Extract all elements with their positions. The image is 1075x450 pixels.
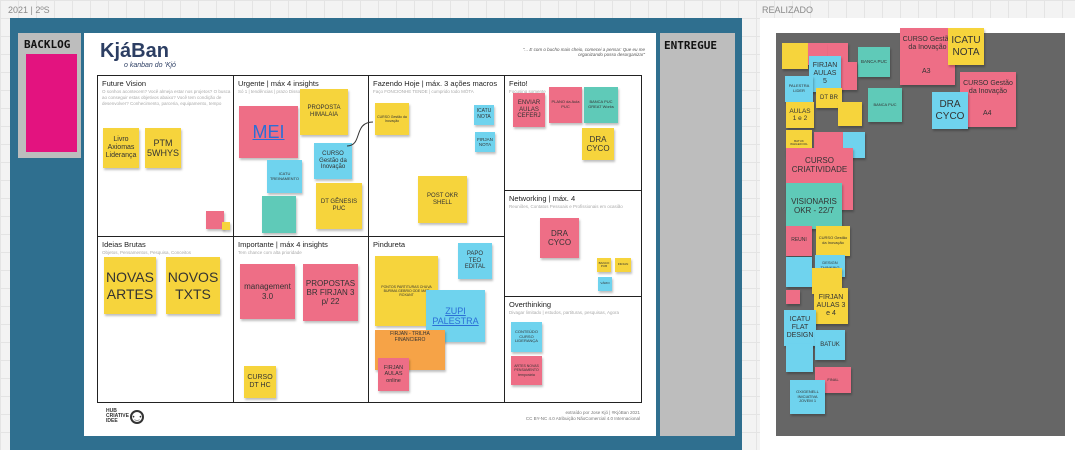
realizado-frame-label[interactable]: REALIZADO bbox=[762, 5, 814, 15]
sticky-curso-dt-hc[interactable]: CURSO DT HC bbox=[244, 366, 276, 398]
sticky-curso-gestao-small[interactable]: CURSO Gestão da Inovação bbox=[375, 103, 409, 135]
realizado-dt-br[interactable]: DT BR bbox=[816, 88, 842, 108]
board-logo-title: KjáBan bbox=[100, 40, 169, 62]
sticky-conteudo[interactable]: CONTEÚDO CURSO LIDERANÇA bbox=[511, 322, 542, 352]
sticky-proposta-himalaia[interactable]: PROPOSTA HIMALAIA bbox=[300, 89, 348, 135]
entregue-column[interactable] bbox=[660, 33, 735, 436]
realizado-banca-puc2[interactable]: BANCA PUC bbox=[868, 88, 902, 122]
cell-subtitle: Tem chance com alta prioridade bbox=[238, 250, 302, 255]
board-quote: "... E com o bucho mais cheio, comecei a… bbox=[522, 47, 645, 57]
sticky-banco-pub[interactable]: BANCO PUB bbox=[597, 258, 611, 272]
realizado-sticky[interactable] bbox=[786, 257, 812, 287]
realizado-oxigenell[interactable]: OXIGENELL INICIATIVA JOVEM 1 bbox=[790, 380, 825, 414]
sticky-post-okr[interactable]: POST OKR SHELL bbox=[418, 176, 467, 223]
realizado-curso-gestao-a3[interactable]: CURSO Gestão da Inovação bbox=[900, 28, 955, 85]
smiley-icon: •‿• bbox=[130, 410, 144, 424]
sticky-small[interactable] bbox=[206, 211, 224, 229]
sticky-firjan-nota[interactable]: FIRJAN NOTA bbox=[475, 132, 495, 152]
cell-subtitle: Reuniões, Contatos Pessoais e Profission… bbox=[509, 204, 623, 209]
sticky-firjan-net[interactable]: FIRJAN bbox=[615, 258, 631, 272]
cell-title: Future Vision bbox=[102, 79, 147, 88]
cell-title: Overthinking bbox=[509, 300, 552, 309]
sticky-dra-cyco-feito[interactable]: DRA CYCO bbox=[582, 128, 614, 160]
sticky-management[interactable]: management 3.0 bbox=[240, 264, 295, 319]
cell-title: Networking | máx. 4 bbox=[509, 194, 576, 203]
sticky-propostas-br[interactable]: PROPOSTAS BR FIRJAN 3 p/ 22 bbox=[303, 264, 358, 321]
realizado-palestra-lider[interactable]: PALESTRA LIDER bbox=[785, 76, 813, 102]
sticky-planilha[interactable]: PLANO da Aula PUC bbox=[549, 87, 582, 123]
realizado-curso-gestao-a4[interactable]: CURSO Gestão da Inovação bbox=[960, 72, 1016, 127]
cell-title: Pindureta bbox=[373, 240, 406, 249]
cell-subtitle: Faço FONCIONHE TENDE | cumprido todo MÓT… bbox=[373, 89, 474, 94]
sticky-icatu-nota[interactable]: ICATU NOTA bbox=[474, 105, 494, 125]
sticky-icatu-treinamento[interactable]: ICATU TREINAMENTO bbox=[267, 160, 302, 193]
realizado-sticky[interactable] bbox=[786, 344, 813, 372]
realizado-aulas12[interactable]: AULAS 1 e 2 bbox=[786, 102, 814, 128]
backlog-sticky[interactable] bbox=[26, 54, 77, 152]
cell-subtitle: Só 1 | tendências | prazo Disso de Gasto… bbox=[238, 89, 345, 94]
connector-arrow bbox=[346, 121, 374, 147]
realizado-icatu-flat[interactable]: ICATU FLAT DESIGN bbox=[784, 310, 816, 346]
realizado-banca-puc[interactable]: BANCA PUC bbox=[858, 47, 890, 77]
sticky-dra-cyco-net[interactable]: DRA CYCO bbox=[540, 218, 579, 258]
realizado-sticky[interactable] bbox=[786, 290, 800, 304]
hub-logo: HUB CRIATIVE IDEE bbox=[106, 408, 129, 424]
sticky-novos-txts[interactable]: NOVOS TXTS bbox=[166, 257, 220, 314]
sticky-ptm[interactable]: PTM 5WHYS bbox=[145, 128, 181, 168]
sticky-novas-artes[interactable]: NOVAS ARTES bbox=[104, 257, 156, 314]
realizado-reuniao[interactable]: REUNI bbox=[786, 226, 812, 256]
sticky-mei[interactable]: MEI bbox=[239, 106, 298, 158]
realizado-a3-label: A3 bbox=[922, 68, 931, 75]
sticky-papo-teo[interactable]: PAPO TEO EDITAL bbox=[458, 243, 492, 279]
year-frame-label[interactable]: 2021 | 2ºS bbox=[8, 5, 50, 15]
realizado-firjan-aulas34[interactable]: FIRJAN AULAS 3 e 4 bbox=[814, 288, 848, 324]
sticky-firjan-aulas[interactable]: FIRJAN AULAS online bbox=[378, 358, 409, 391]
sticky-teal[interactable] bbox=[262, 196, 296, 233]
realizado-firjan-aulas5[interactable]: FIRJAN AULAS 5 bbox=[809, 56, 841, 92]
cell-title: Importante | máx 4 insights bbox=[238, 240, 328, 249]
board-logo-subtitle: o kanban do 'Kjó bbox=[124, 62, 176, 69]
realizado-visionaris[interactable]: VISIONARIS OKR - 22/7 bbox=[786, 183, 842, 229]
realizado-a4-label: A4 bbox=[983, 110, 992, 117]
realizado-sticky[interactable] bbox=[838, 102, 862, 126]
sticky-curso-gestao[interactable]: CURSO Gestão da Inovação bbox=[314, 143, 352, 179]
cell-subtitle: Focusing somente bbox=[509, 89, 546, 94]
cell-subtitle: O sonhos acontecem? Você almeja estar no… bbox=[102, 89, 231, 106]
cell-subtitle: Objetos, Pensamentos, Pesquisa, Conceito… bbox=[102, 250, 192, 255]
cell-title: Fazendo Hoje | máx. 3 ações macros bbox=[373, 79, 498, 88]
realizado-batuk[interactable]: BATUK bbox=[815, 330, 845, 360]
sticky-vario[interactable]: VÁRIO bbox=[598, 277, 612, 291]
realizado-sticky[interactable] bbox=[782, 43, 808, 69]
sticky-banca-puc[interactable]: BANCA PUC GREAT Works bbox=[584, 87, 618, 123]
cell-title: Urgente | máx 4 insights bbox=[238, 79, 319, 88]
entregue-title: ENTREGUE bbox=[664, 39, 717, 52]
sticky-dt-genesis[interactable]: DT GÊNESIS PUC bbox=[316, 183, 362, 229]
sticky-tiny[interactable] bbox=[222, 222, 230, 230]
sticky-livro[interactable]: Livro Axiomas Liderança bbox=[103, 128, 139, 168]
realizado-curso-gestao-r[interactable]: CURSO Gestão da Inovação bbox=[816, 226, 850, 256]
cell-title: Ideias Brutas bbox=[102, 240, 146, 249]
sticky-enviar-aulas[interactable]: ENVIAR AULAS CEFERJ bbox=[513, 93, 545, 127]
backlog-title: BACKLOG bbox=[24, 38, 71, 51]
cell-title: Feito! bbox=[509, 79, 528, 88]
realizado-dra-cyco[interactable]: DRA CYCO bbox=[932, 92, 968, 129]
realizado-icatu-nota[interactable]: ICATU NOTA bbox=[948, 28, 984, 65]
cell-subtitle: Divagar limitado | estudos, partituras, … bbox=[509, 310, 619, 315]
cell-overthinking[interactable]: Overthinking Divagar limitado | estudos,… bbox=[504, 296, 642, 403]
sticky-artes-nova[interactable]: ARTES NOVAS PENSAMENTO temporária bbox=[511, 356, 542, 385]
